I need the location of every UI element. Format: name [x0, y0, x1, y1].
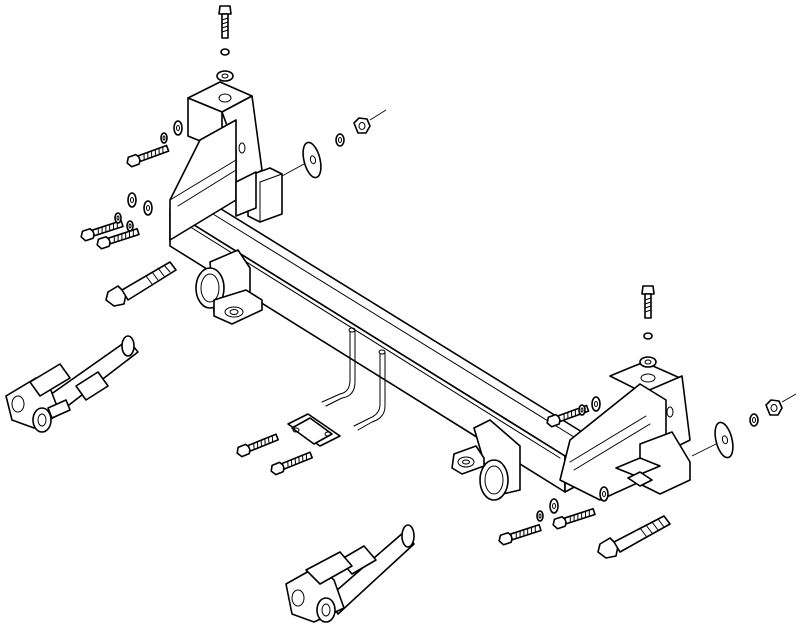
- hex-bolts-left: [78, 142, 171, 251]
- wiring-rods: [321, 327, 386, 431]
- left-tow-arm-pin: [5, 335, 139, 433]
- left-mounting-bracket: [169, 81, 283, 241]
- right-receiver-tube: [451, 419, 521, 501]
- main-crossbar: [169, 195, 596, 493]
- long-bolt-right: [597, 515, 671, 559]
- spacer-washer-left: [281, 109, 387, 181]
- left-receiver-tube: [195, 249, 263, 325]
- long-bolt-left: [105, 261, 177, 307]
- right-top-vertical-bolt: [639, 285, 657, 368]
- right-tow-arm-pin: [285, 524, 415, 623]
- plate-bolts: [234, 431, 314, 477]
- spacer-washer-right: [691, 393, 797, 461]
- left-top-vertical-bolt: [216, 5, 234, 82]
- center-bracket-plate: [287, 413, 341, 447]
- right-mounting-bracket: [559, 361, 691, 501]
- hitch-clip-right: [627, 471, 653, 487]
